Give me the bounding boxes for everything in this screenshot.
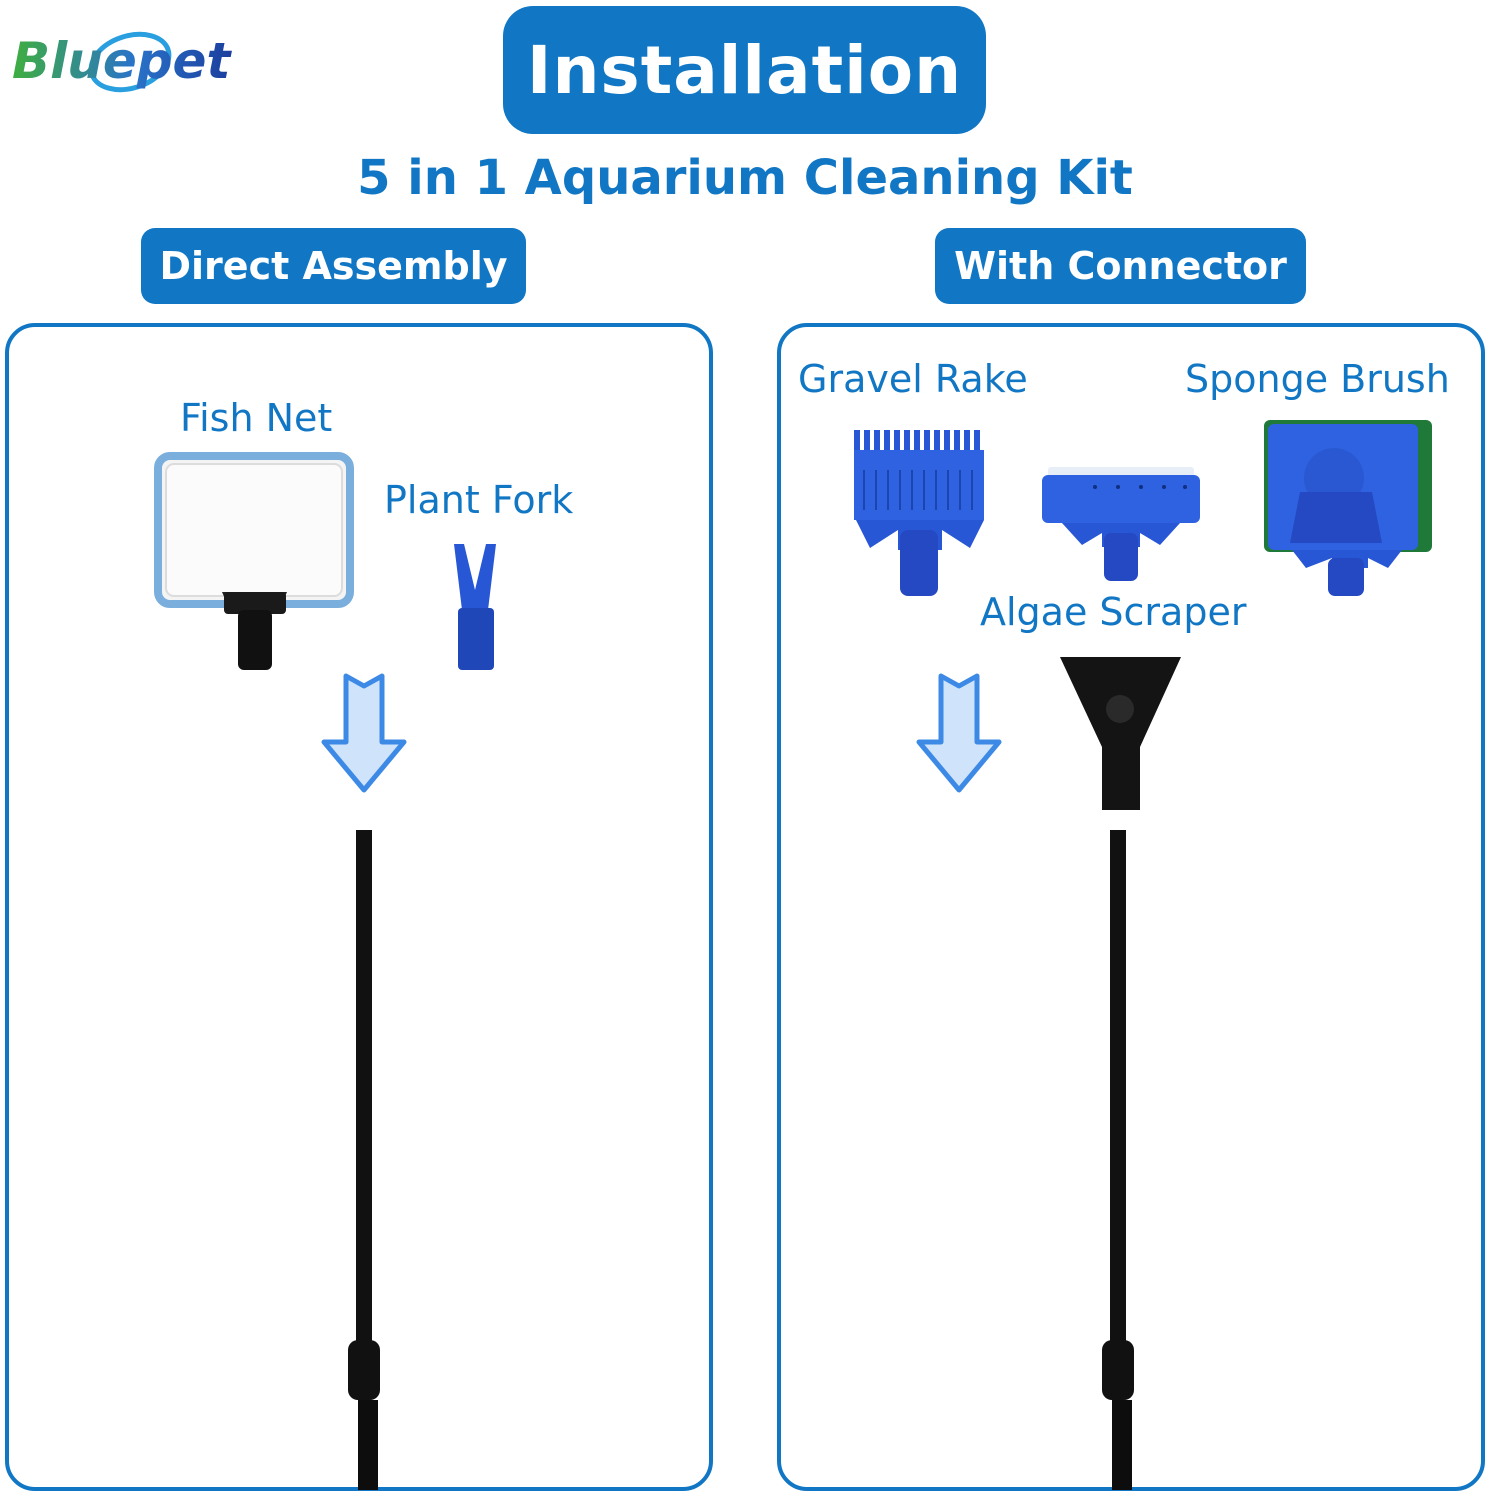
direct-assembly-badge: Direct Assembly bbox=[141, 228, 526, 304]
plant-fork-image bbox=[448, 540, 503, 675]
with-connector-badge: With Connector bbox=[935, 228, 1306, 304]
connector-adapter-image bbox=[1058, 655, 1183, 813]
sponge-brush-image bbox=[1262, 418, 1434, 598]
page-title: Installation bbox=[526, 31, 963, 109]
installation-title-badge: Installation bbox=[503, 6, 986, 134]
logo-text: Bluepet bbox=[12, 32, 232, 90]
down-arrow-icon bbox=[913, 672, 1005, 796]
telescopic-handle-right bbox=[1096, 830, 1144, 1490]
page-subtitle: 5 in 1 Aquarium Cleaning Kit bbox=[357, 150, 1133, 206]
plant-fork-label: Plant Fork bbox=[384, 478, 574, 522]
gravel-rake-image bbox=[850, 430, 990, 600]
algae-scraper-label: Algae Scraper bbox=[980, 590, 1247, 634]
bluepet-logo: Bluepet bbox=[10, 20, 240, 100]
with-connector-title: With Connector bbox=[954, 244, 1287, 288]
direct-assembly-title: Direct Assembly bbox=[159, 244, 508, 288]
gravel-rake-label: Gravel Rake bbox=[798, 357, 1028, 401]
down-arrow-icon bbox=[318, 672, 410, 796]
bluepet-logo-graphic: Bluepet bbox=[12, 31, 232, 93]
telescopic-handle-left bbox=[340, 830, 388, 1490]
fish-net-image bbox=[152, 450, 357, 675]
sponge-brush-label: Sponge Brush bbox=[1185, 357, 1450, 401]
algae-scraper-head-image bbox=[1040, 465, 1202, 585]
fish-net-label: Fish Net bbox=[180, 396, 333, 440]
